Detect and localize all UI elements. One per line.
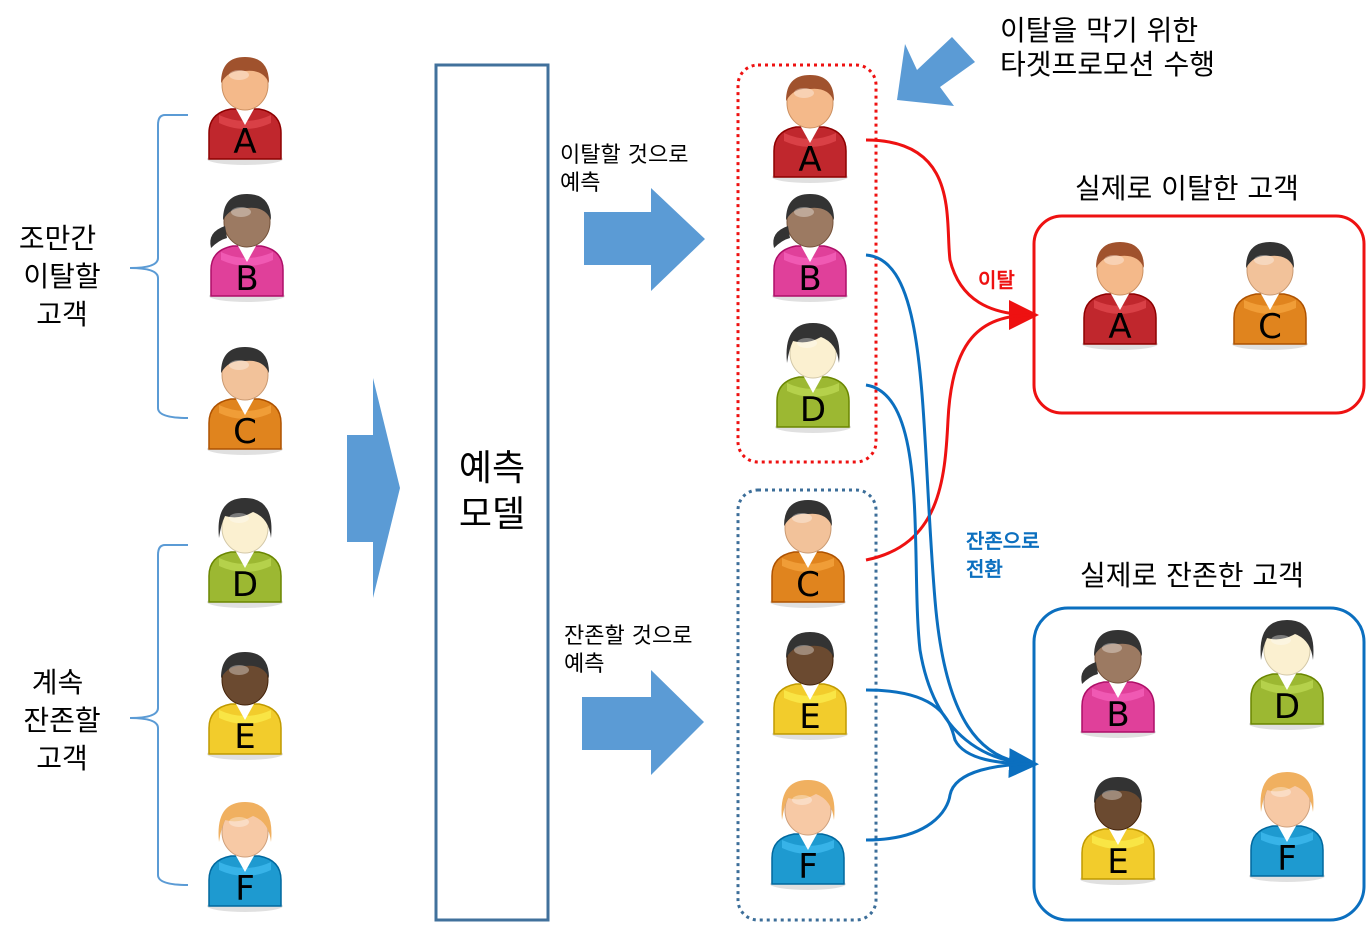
person-icon-e: E (207, 652, 283, 760)
person-icon-f: F (1249, 772, 1325, 882)
person-letter: B (1106, 695, 1129, 735)
person-letter: C (1258, 307, 1282, 347)
brace-stay (129, 544, 189, 886)
person-icon-d: D (775, 323, 851, 433)
flow-c-to-churn (865, 313, 1031, 562)
person-icon-d: D (1249, 620, 1325, 730)
person-letter: E (234, 717, 255, 757)
person-letter: F (235, 869, 255, 909)
group-label-line: 이탈할 (23, 260, 100, 293)
person-icon-f: F (770, 780, 846, 890)
person-icon-c: C (207, 347, 283, 455)
person-icon-e: E (772, 632, 848, 740)
person-icon-b: B (209, 194, 285, 302)
person-letter: E (799, 697, 820, 737)
actual-churn-title: 실제로 이탈한 고객 (1075, 172, 1299, 205)
predicted-stay-group (736, 488, 878, 922)
person-icon-a: A (772, 75, 848, 183)
flow-b-to-stay (865, 253, 1039, 779)
person-letter: A (233, 122, 256, 162)
person-icon-a: A (207, 57, 283, 165)
person-icon-b: B (1080, 630, 1156, 738)
predict-stay-arrow (582, 670, 704, 775)
brace-churn-soon (129, 114, 189, 419)
predicted-churn-group (736, 63, 878, 464)
group-label-line: 잔존할 (23, 704, 100, 737)
model-box (434, 63, 550, 922)
input-arrow (347, 378, 400, 598)
person-letter: A (798, 140, 821, 180)
person-letter: E (1107, 842, 1128, 882)
person-icon-e: E (1080, 777, 1156, 885)
group-label-stay-text: 계속 (32, 666, 84, 699)
person-letter: A (1108, 307, 1131, 347)
person-letter: D (800, 390, 826, 430)
person-letter: B (235, 259, 258, 299)
person-letter: F (1277, 839, 1297, 879)
person-icon-d: D (207, 498, 283, 608)
person-letter: D (232, 565, 258, 605)
edge-label-churn: 이탈 (978, 268, 1015, 292)
person-letter: C (233, 412, 257, 452)
person-icon-c: C (1232, 242, 1308, 350)
promotion-arrow (897, 37, 975, 106)
flow-f-to-stay (865, 762, 1034, 842)
predict-churn-arrow (584, 188, 705, 291)
flow-a-to-churn (865, 138, 1039, 330)
group-label-churn-soon-text: 조만간 (19, 222, 96, 255)
person-letter: F (798, 847, 818, 887)
actual-stay-title: 실제로 잔존한 고객 (1080, 559, 1304, 592)
person-letter: C (796, 565, 820, 605)
person-letter: D (1274, 687, 1300, 727)
person-icon-b: B (772, 194, 848, 302)
person-icon-c: C (770, 500, 846, 608)
group-label-line: 고객 (36, 742, 88, 775)
person-icon-a: A (1082, 242, 1158, 350)
flow-e-to-stay (865, 688, 1034, 766)
group-label-line: 고객 (36, 298, 88, 331)
person-icon-f: F (207, 802, 283, 912)
flow-d-to-stay (865, 383, 1034, 766)
person-letter: B (798, 259, 821, 299)
people-layer: A B C D E F A B D C E F A C B D E F (207, 57, 1325, 912)
